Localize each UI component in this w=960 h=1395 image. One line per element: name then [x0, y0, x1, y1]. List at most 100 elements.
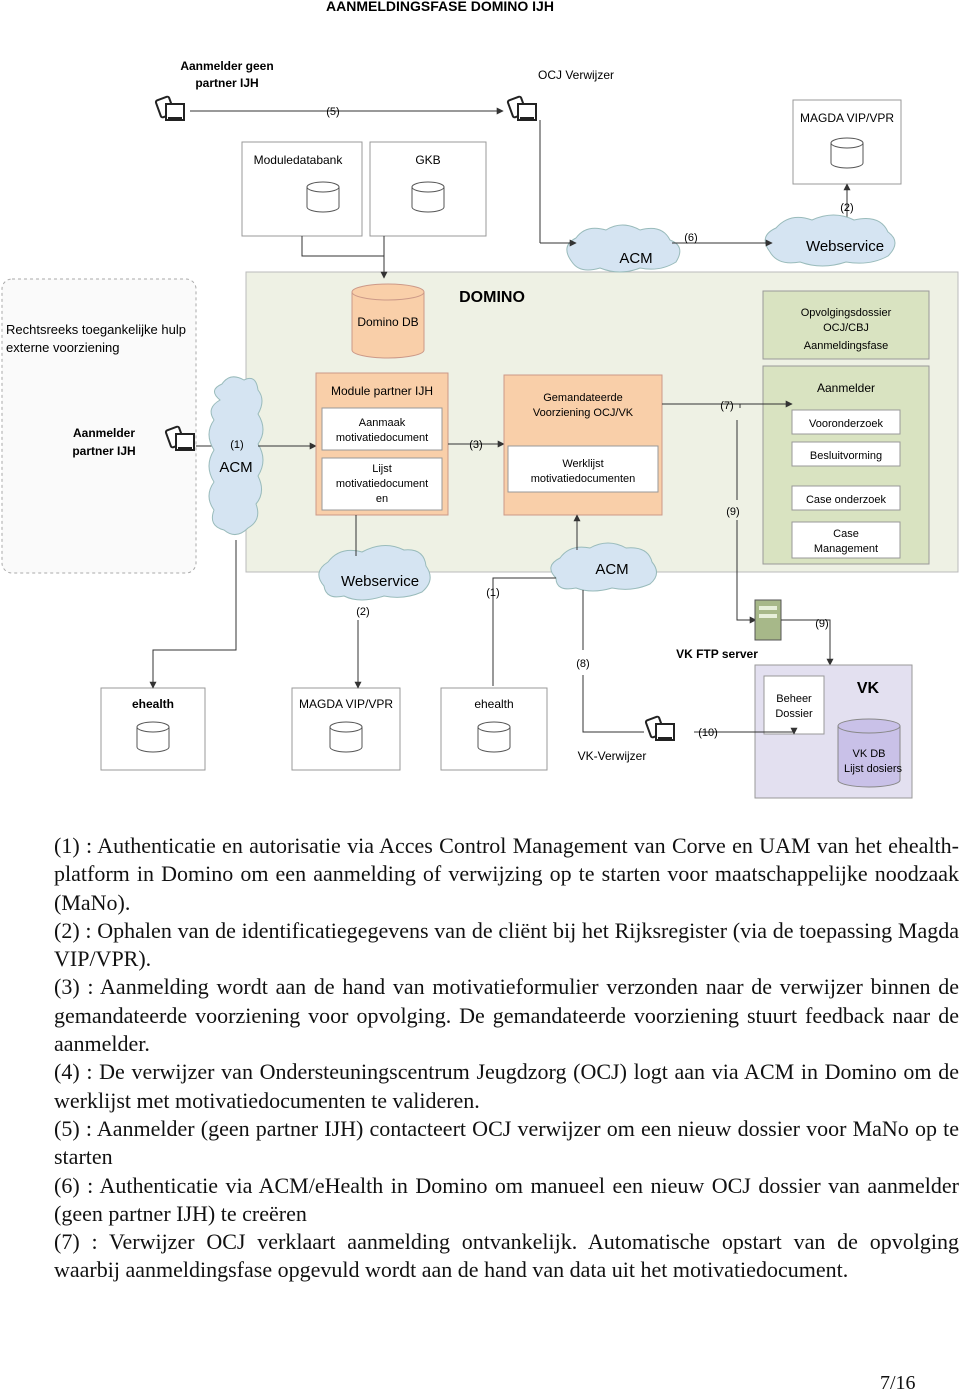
opv-caseonderzoek-box: [791, 485, 901, 511]
database-icon: [136, 721, 170, 753]
rechtsreeks-label-1: Rechtsreeks toegankelijke hulp: [6, 322, 186, 337]
label-7: (7): [720, 400, 733, 412]
label-2-top: (2): [840, 202, 853, 214]
opv-casemanagement-2: Management: [814, 543, 878, 555]
vk-label: VK: [857, 680, 880, 697]
moduledatabank-label: Moduledatabank: [254, 153, 344, 167]
connector-moduledatabank: [301, 236, 384, 257]
vk-ftp-label: VK FTP server: [676, 647, 758, 661]
footnotes: (1) : Authenticatie en autorisatie via A…: [54, 832, 959, 1285]
note-4: (4) : De verwijzer van Ondersteuningscen…: [54, 1059, 959, 1113]
label-3: (3): [469, 439, 482, 451]
database-icon: [411, 181, 445, 213]
phone-icon: [506, 95, 537, 121]
connector-8b: [582, 675, 644, 733]
opv-vooronderzoek: Vooronderzoek: [809, 418, 883, 430]
phone-icon: [154, 95, 185, 121]
lijst-dosiers-label: Lijst dosiers: [844, 763, 903, 775]
note-7: (7) : Verwijzer OCJ verklaart aanmelding…: [54, 1229, 959, 1283]
opvolging-subtitle: Aanmeldingsfase: [804, 340, 888, 352]
aanmaak-1: Aanmaak: [359, 417, 406, 429]
database-icon: [329, 721, 363, 753]
cloud-acm-left: [208, 376, 264, 535]
opvolging-title-1: Opvolgingsdossier: [801, 307, 892, 319]
label-9a: (9): [726, 506, 739, 518]
database-icon: [830, 137, 864, 169]
werklijst-1: Werklijst: [562, 458, 603, 470]
opv-casemanagement-box: [791, 521, 901, 559]
cloud-webservice-bottom: [318, 545, 431, 601]
page-number: 7/16: [880, 1372, 916, 1394]
architecture-diagram: AANMELDINGSFASE DOMINO IJH DOMINO Rechts…: [1, 0, 959, 799]
arrow-9b: [781, 619, 834, 666]
acm-left-label: ACM: [219, 459, 252, 476]
label-9b: (9): [815, 618, 828, 630]
opv-besluitvorming-box: [791, 441, 901, 467]
webservice-bottom-label: Webservice: [341, 573, 419, 590]
note-2: (2) : Ophalen van de identificatiegegeve…: [54, 917, 959, 972]
ehealth-mid-label: ehealth: [474, 697, 513, 711]
opv-casemanagement-1: Case: [833, 528, 859, 540]
label-6: (6): [684, 232, 697, 244]
label-1-bottom: (1): [486, 587, 499, 599]
arrow-acm-ehealth-left: [149, 540, 237, 689]
aanmaak-box: [321, 407, 443, 451]
module-partner-title: Module partner IJH: [331, 384, 433, 398]
aanmelder-geen-line1: Aanmelder geen: [180, 59, 273, 73]
magda-top-label: MAGDA VIP/VPR: [800, 111, 894, 125]
gem-title-1: Gemandateerde: [543, 392, 623, 404]
vk-verwijzer-label: VK-Verwijzer: [578, 749, 647, 763]
werklijst-2: motivatiedocumenten: [531, 473, 636, 485]
opv-caseonderzoek: Case onderzoek: [806, 494, 887, 506]
connector-acm-ehealth: [492, 577, 556, 686]
label-8: (8): [576, 658, 589, 670]
gkb-label: GKB: [415, 153, 440, 167]
label-2-bottom: (2): [356, 606, 369, 618]
aanmelder-geen-line2: partner IJH: [195, 76, 258, 90]
acm-bottom-label: ACM: [595, 561, 628, 578]
ehealth-left-label: ehealth: [132, 697, 174, 711]
aanmelder-partner-line1: Aanmelder: [73, 426, 135, 440]
rechtsreeks-label-2: externe voorziening: [6, 340, 119, 355]
note-6: (6) : Authenticatie via ACM/eHealth in D…: [54, 1172, 959, 1226]
rechtsreeks-box: [1, 278, 197, 574]
beheer-2: Dossier: [775, 708, 813, 720]
domino-db-label: Domino DB: [357, 315, 418, 329]
database-icon: [306, 181, 340, 213]
opvolging-title-2: OCJ/CBJ: [823, 322, 869, 334]
ocj-verwijzer-label: OCJ Verwijzer: [538, 68, 614, 82]
domino-db-cylinder: [351, 292, 425, 359]
opvolging-box: [762, 290, 930, 360]
cloud-acm-top: [566, 224, 681, 273]
arrow-9a: [736, 520, 757, 624]
magda-bottom-label: MAGDA VIP/VPR: [299, 697, 393, 711]
label-1-left: (1): [230, 439, 243, 451]
lijst-1: Lijst: [372, 463, 392, 475]
aanmaak-2: motivatiedocument: [336, 432, 428, 444]
gem-title-2: Voorziening OCJ/VK: [533, 407, 634, 419]
beheer-dossier-box: [763, 675, 825, 735]
server-slot: [759, 606, 777, 610]
beheer-1: Beheer: [776, 693, 812, 705]
label-10: (10): [698, 727, 718, 739]
note-3: (3) : Aanmelding wordt aan de hand van m…: [54, 974, 959, 1057]
lijst-box: [321, 457, 443, 511]
aanmelder-partner-line2: partner IJH: [72, 444, 135, 458]
label-5: (5): [326, 106, 339, 118]
note-1: (1) : Authenticatie en autorisatie via A…: [54, 833, 959, 915]
vk-db-label: VK DB: [852, 748, 885, 760]
diagram-title: AANMELDINGSFASE DOMINO IJH: [326, 0, 554, 14]
database-icon: [477, 721, 511, 753]
cloud-webservice-top: [764, 214, 896, 267]
server-slot: [759, 614, 777, 618]
opv-vooronderzoek-box: [791, 409, 901, 435]
domino-label: DOMINO: [459, 289, 525, 306]
vk-db-cylinder: [837, 726, 901, 788]
werklijst-box: [507, 445, 659, 493]
acm-top-label: ACM: [619, 250, 652, 267]
vk-db-top: [837, 718, 901, 734]
lijst-3: en: [376, 493, 388, 505]
webservice-top-label: Webservice: [806, 238, 884, 255]
phone-icon: [644, 715, 675, 741]
opv-aanmelder: Aanmelder: [817, 381, 875, 395]
